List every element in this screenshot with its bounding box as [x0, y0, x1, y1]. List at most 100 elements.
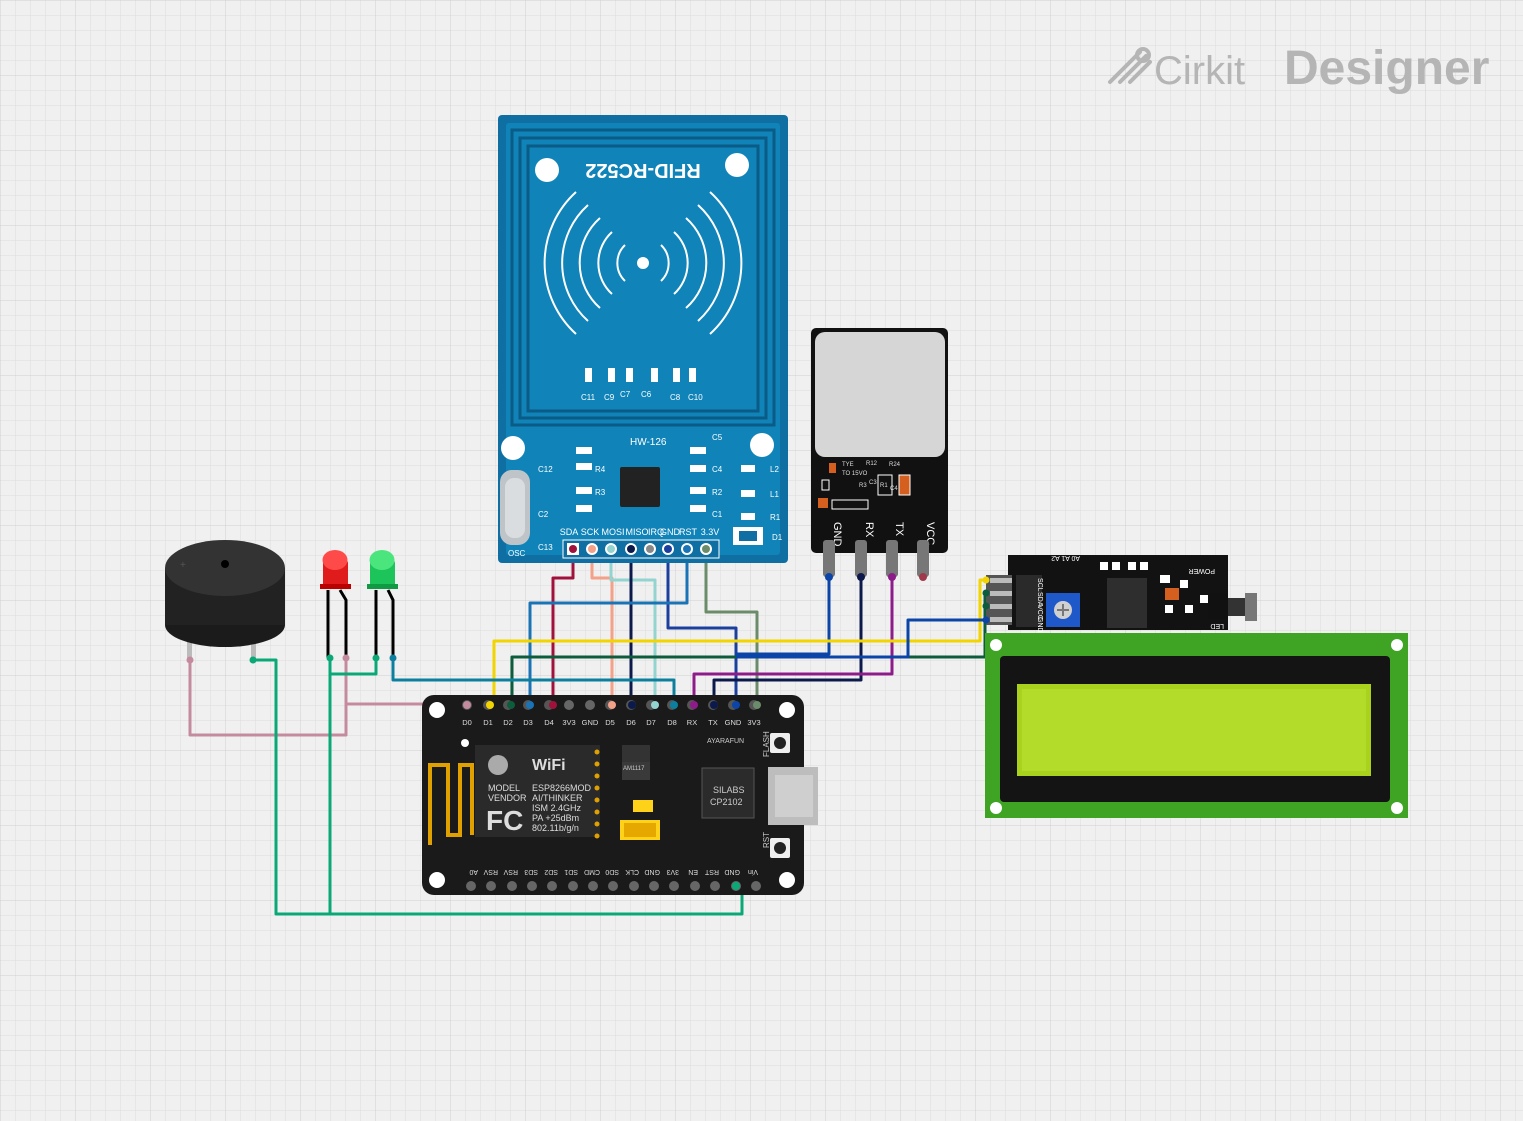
svg-text:+: + [180, 560, 186, 571]
wire-fp-gnd[interactable] [736, 575, 831, 656]
pin-label-gnd-c: GND [644, 868, 660, 875]
i2c-power-label: POWER [1189, 567, 1215, 574]
mount-hole-icon [429, 872, 445, 888]
pin-label-irq: IRQ [648, 527, 664, 537]
wires [188, 550, 987, 916]
rfid-pin-pads [567, 543, 712, 555]
mount-hole-icon [750, 433, 774, 457]
label-c11: C11 [581, 393, 596, 402]
wire-fp-tx[interactable] [692, 575, 894, 704]
red-led[interactable] [320, 550, 351, 662]
pin-label-sd1: SD1 [564, 868, 578, 875]
module-pa: PA +25dBm [532, 813, 579, 823]
bottom-pin-labels: A0 RSV RSV SD3 SD2 SD1 CMD SD0 CLK GND 3… [469, 868, 758, 875]
label-c5: C5 [712, 433, 723, 442]
top-pin-labels: D0 D1 D2 D3 D4 3V3 GND D5 D6 D7 D8 RX TX… [462, 718, 760, 727]
wifi-logo: WiFi [532, 757, 566, 774]
module-vendor: VENDOR [488, 793, 527, 803]
pin-label-sck: SCK [581, 527, 600, 537]
pin-label-3v3-a: 3V3 [562, 718, 575, 727]
rfid-title: RFID-RC522 [585, 159, 701, 181]
label-r2: R2 [712, 488, 723, 497]
brand-logo: Cirkit Designer [1108, 42, 1489, 95]
label-r3: R3 [859, 483, 867, 489]
pin-label-rst-pin: RST [704, 868, 719, 875]
nodemcu-board[interactable]: WiFi FC MODEL VENDOR ESP8266MOD AI/THINK… [422, 695, 818, 895]
rfid-board-label: HW-126 [630, 437, 667, 448]
pin-label-d3: D3 [523, 718, 533, 727]
pin-label-gnd-d: GND [724, 868, 740, 875]
label-c3: C3 [869, 480, 877, 486]
label-c2: C2 [538, 510, 549, 519]
fp-pin-label-tx: TX [893, 522, 905, 537]
pin-label-miso: MISO [625, 527, 648, 537]
label-c13: C13 [538, 543, 553, 552]
module-ism: ISM 2.4GHz [532, 803, 582, 813]
board-brand: AYARAFUN [707, 738, 744, 745]
i2c-led-label: LED [1210, 622, 1224, 629]
pin-label-d5: D5 [605, 718, 615, 727]
i2c-addr-label: A0 A1 A2 [1051, 554, 1080, 561]
i2c-pin-label-gnd: GND [1036, 617, 1043, 633]
label-c1: C1 [712, 510, 723, 519]
pin-label-en: EN [688, 868, 698, 875]
i2c-pin-label-scl: SCL [1036, 578, 1043, 592]
rfid-module[interactable]: RFID-RC522 C11 C9 C7 C6 C8 C10 HW-126 C1… [498, 115, 788, 563]
wire-i2c-scl[interactable] [492, 578, 986, 704]
antenna-icon [428, 763, 474, 845]
wire-i2c-gnd[interactable] [736, 618, 986, 659]
rfid-pin-labels: SDA SCK MOSI MISO IRQ GND RST 3.3V [560, 527, 720, 537]
label-c4: C4 [712, 465, 723, 474]
mount-hole-icon [779, 872, 795, 888]
brand-name-bold: Designer [1284, 42, 1489, 95]
rst-label: RST [762, 832, 771, 848]
wire-rfid-rst[interactable] [528, 550, 689, 704]
module-aithinker: AI/THINKER [532, 793, 583, 803]
wire-green-led[interactable] [391, 658, 676, 704]
pin-label-d7: D7 [646, 718, 656, 727]
fp-pin-label-gnd: GND [831, 522, 843, 547]
label-c10: C10 [688, 393, 703, 402]
pin-label-gnd: GND [660, 527, 681, 537]
module-standard: 802.11b/g/n [532, 823, 579, 833]
label-r4: R4 [595, 465, 606, 474]
label-r1: R1 [770, 513, 781, 522]
buzzer[interactable]: + [165, 540, 285, 664]
pin-label-rx: RX [687, 718, 697, 727]
pin-label-gnd-b: GND [725, 718, 742, 727]
label-osc: OSC [508, 549, 526, 558]
wire-rfid-gnd[interactable] [666, 550, 738, 704]
label-c4: C4 [890, 486, 898, 492]
label-r24: R24 [889, 462, 901, 468]
wire-led-ground[interactable] [328, 658, 378, 676]
pin-label-rsv-a: RSV [483, 868, 498, 875]
mount-hole-icon [779, 702, 795, 718]
pin-label-rsv-b: RSV [503, 868, 518, 875]
pin-label-3v3-c: 3V3 [666, 868, 679, 875]
module-esp: ESP8266MOD [532, 783, 592, 793]
mount-hole-icon [725, 153, 749, 177]
chip-model: CP2102 [710, 797, 743, 807]
mount-hole-icon [429, 702, 445, 718]
i2c-pin-label-vcc: VCC [1036, 605, 1043, 620]
green-led[interactable] [367, 550, 398, 662]
pin-label-cmd: CMD [584, 868, 600, 875]
i2c-backpack[interactable]: SCL SDA VCC GND A0 A1 A2 POWER LED [982, 554, 1258, 633]
pin-label-d8: D8 [667, 718, 677, 727]
label-c9: C9 [604, 393, 615, 402]
regulator-label: AM1117 [623, 766, 645, 772]
i2c-pin-header [982, 575, 1012, 625]
pin-label-sd0: SD0 [605, 868, 619, 875]
fp-pin-leads [823, 540, 929, 581]
pin-label-sd2: SD2 [544, 868, 558, 875]
lcd-display[interactable] [985, 633, 1408, 818]
bottom-pin-pads [466, 881, 761, 891]
rfid-wave-icon [543, 191, 743, 335]
top-pin-pads [462, 700, 761, 710]
label-d1: D1 [772, 533, 783, 542]
wire-buzzer-d0[interactable] [188, 660, 470, 737]
fingerprint-module[interactable]: TYE TO 15VO R12 R24 C3 R3 R1 C4 GND RX T… [811, 328, 948, 581]
pin-label-d1: D1 [483, 718, 493, 727]
mount-hole-icon [501, 436, 525, 460]
wire-fp-rx[interactable] [712, 575, 863, 704]
